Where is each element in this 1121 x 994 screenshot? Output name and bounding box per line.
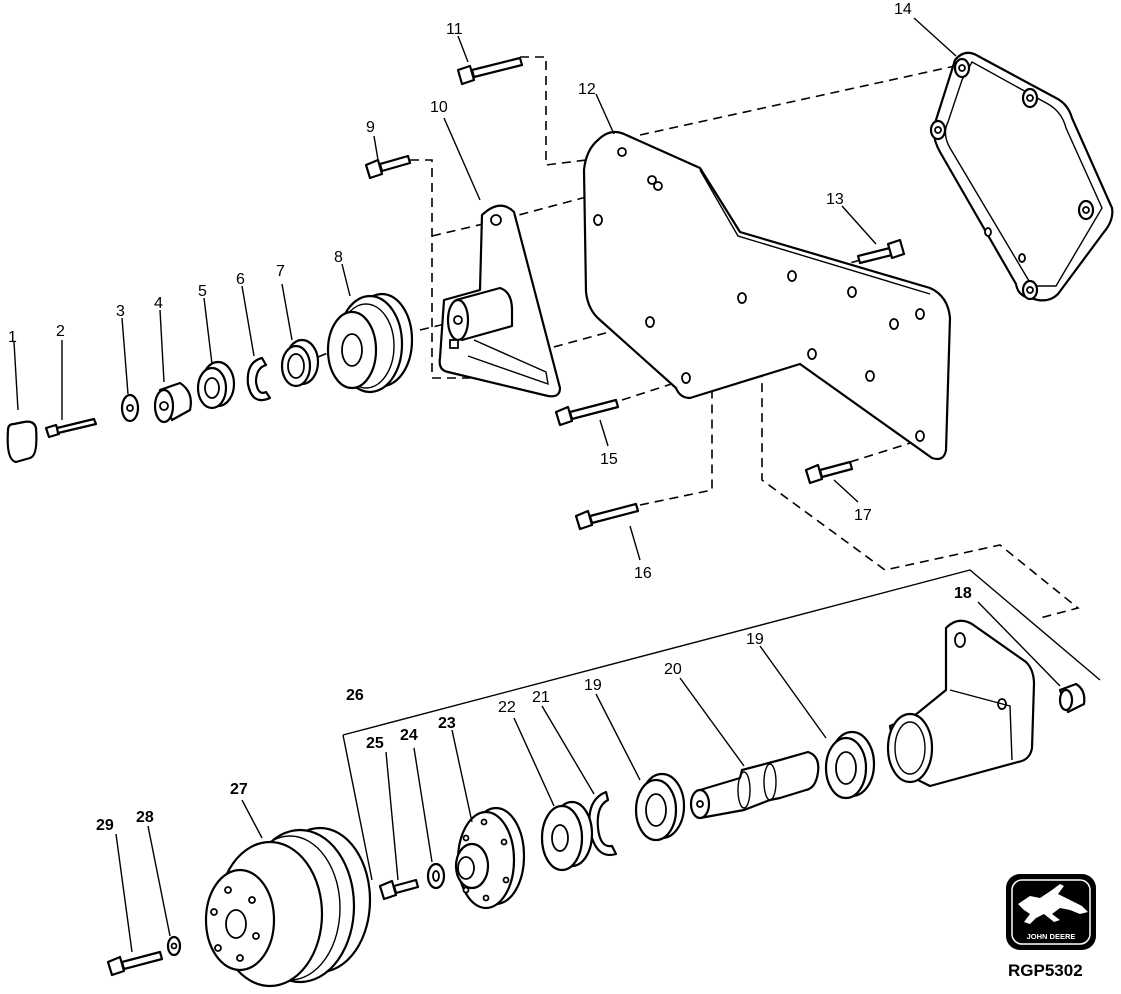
part-25-cap-screw xyxy=(378,878,420,901)
part-12-mounting-plate xyxy=(582,130,952,461)
leaping-deer-icon xyxy=(1018,884,1088,924)
callout-13: 13 xyxy=(826,191,844,208)
part-3-washer xyxy=(120,393,140,423)
callout-14: 14 xyxy=(894,1,912,18)
callout-26: 26 xyxy=(346,687,364,704)
callout-7: 7 xyxy=(276,263,285,280)
part-22-spacer xyxy=(540,800,594,872)
part-2-cap-screw xyxy=(44,417,98,439)
part-11-cap-screw xyxy=(456,56,524,86)
part-23-hub xyxy=(454,806,526,910)
callout-17: 17 xyxy=(854,507,872,524)
callout-8: 8 xyxy=(334,249,343,266)
callout-19-right: 19 xyxy=(746,631,764,648)
callout-4: 4 xyxy=(154,295,163,312)
part-6-snap-ring xyxy=(246,356,272,402)
callout-23: 23 xyxy=(438,715,456,732)
figure-id: RGP5302 xyxy=(1008,961,1083,980)
part-7-bearing xyxy=(280,338,320,388)
part-8-idler-pulley xyxy=(326,292,414,394)
logo-brand-text: JOHN DEERE xyxy=(1027,932,1076,941)
callout-12: 12 xyxy=(578,81,596,98)
callout-2: 2 xyxy=(56,323,65,340)
part-4-spacer xyxy=(153,381,192,424)
part-13-cap-screw xyxy=(856,238,906,265)
part-27-fan-pulley xyxy=(204,826,372,988)
part-19-bearing-right xyxy=(824,730,876,800)
callout-11: 11 xyxy=(446,21,463,38)
callout-29: 29 xyxy=(96,817,114,834)
callout-25: 25 xyxy=(366,735,384,752)
callout-24: 24 xyxy=(400,727,418,744)
callout-19-left: 19 xyxy=(584,677,602,694)
callout-22: 22 xyxy=(498,699,516,716)
part-28-lock-washer xyxy=(166,935,182,957)
part-19-bearing-left xyxy=(634,772,686,842)
part-16-cap-screw xyxy=(574,502,640,531)
part-29-cap-screw xyxy=(106,950,164,977)
leader-lines xyxy=(13,17,1061,953)
callout-20: 20 xyxy=(664,661,682,678)
part-14-cover xyxy=(929,51,1114,302)
part-18-fan-support xyxy=(886,619,1086,788)
callout-18: 18 xyxy=(954,585,972,602)
callout-9: 9 xyxy=(366,119,375,136)
callout-6: 6 xyxy=(236,271,245,288)
part-1-cap xyxy=(6,420,38,464)
part-5-bearing xyxy=(196,360,236,410)
callout-5: 5 xyxy=(198,283,207,300)
callout-21: 21 xyxy=(532,689,550,706)
part-9-cap-screw xyxy=(364,154,412,180)
callout-27: 27 xyxy=(230,781,248,798)
callout-28: 28 xyxy=(136,809,154,826)
callout-labels: 1 2 3 4 5 6 7 8 9 10 11 12 13 14 15 16 1… xyxy=(8,1,972,834)
callout-3: 3 xyxy=(116,303,125,320)
part-21-snap-ring xyxy=(588,790,618,857)
part-17-cap-screw xyxy=(804,460,854,485)
callout-16: 16 xyxy=(634,565,652,582)
callout-15: 15 xyxy=(600,451,618,468)
callout-1: 1 xyxy=(8,329,17,346)
part-10-idler-bracket xyxy=(438,204,562,398)
part-15-cap-screw xyxy=(554,398,620,427)
callout-10: 10 xyxy=(430,99,448,116)
part-24-washer xyxy=(426,862,446,890)
john-deere-logo: JOHN DEERE xyxy=(1006,874,1096,950)
part-20-shaft xyxy=(689,750,820,820)
group-bracket-26 xyxy=(342,569,1101,881)
